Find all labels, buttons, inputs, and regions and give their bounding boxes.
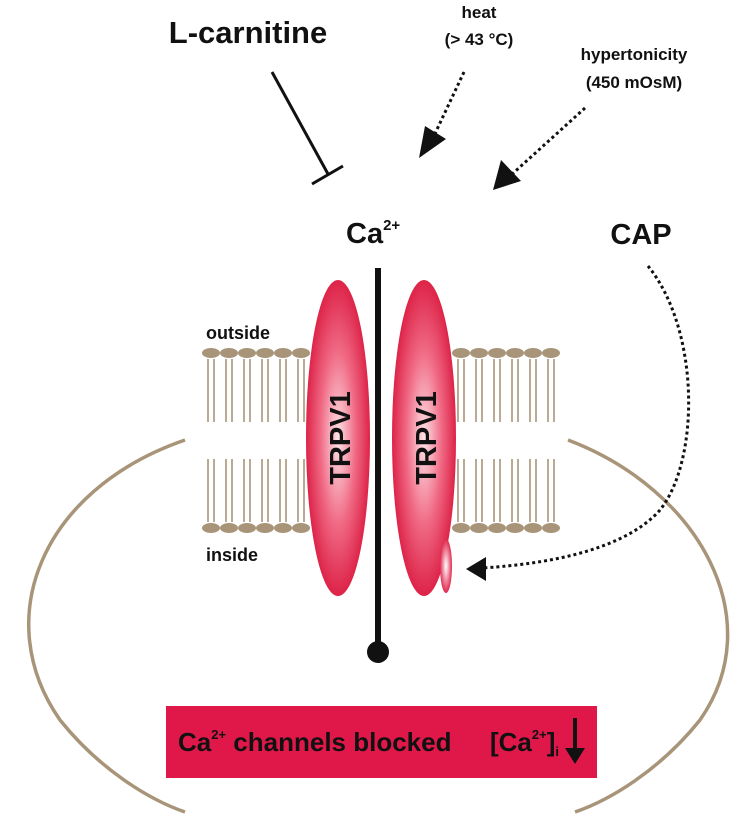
lipid-head	[292, 523, 310, 533]
cell-membrane-right-arc	[567, 438, 730, 814]
lipid-bilayer	[202, 348, 560, 533]
banner-concentration: [Ca2+]i	[490, 727, 559, 759]
lipid-head	[292, 348, 310, 358]
lipid-head	[452, 523, 470, 533]
lipid-head	[524, 348, 542, 358]
lipid-head	[202, 523, 220, 533]
l-carnitine-inhibition	[270, 71, 344, 186]
lipid-head	[238, 523, 256, 533]
lipid-head	[506, 523, 524, 533]
heat-arrow	[419, 71, 466, 158]
trpv1-channel-right: TRPV1	[392, 280, 456, 596]
calcium-base: Ca	[346, 218, 384, 250]
lipid-head	[238, 348, 256, 358]
hypertonicity-arrow	[493, 106, 587, 190]
pore-end-knob	[367, 641, 389, 663]
inside-label: inside	[206, 545, 258, 565]
cap-label: CAP	[610, 219, 671, 251]
banner-conc-close: ]	[547, 727, 556, 757]
lipid-head	[274, 348, 292, 358]
heat-label-line2: (> 43 °C)	[445, 30, 514, 49]
banner-text: channels blocked	[226, 727, 451, 757]
cap-binding-site	[440, 539, 452, 593]
banner-conc-charge: 2+	[532, 727, 547, 742]
l-carnitine-label: L-carnitine	[169, 15, 327, 50]
calcium-charge: 2+	[383, 217, 400, 234]
cap-arrow	[466, 265, 691, 581]
lipid-head	[542, 523, 560, 533]
heat-label-line1: heat	[462, 3, 497, 22]
lipid-head	[202, 348, 220, 358]
lipid-head	[488, 348, 506, 358]
lipid-head	[524, 523, 542, 533]
trpv1-left-label: TRPV1	[325, 391, 357, 484]
banner-conc-sub: i	[555, 744, 559, 759]
hypertonicity-label-line1: hypertonicity	[581, 45, 688, 64]
lipid-head	[470, 348, 488, 358]
lipid-head	[506, 348, 524, 358]
lipid-head	[256, 348, 274, 358]
trpv1-right-label: TRPV1	[411, 391, 443, 484]
lipid-head	[452, 348, 470, 358]
lipid-head	[470, 523, 488, 533]
banner-conc-open: [Ca	[490, 727, 532, 757]
lipid-head	[220, 523, 238, 533]
lipid-head	[274, 523, 292, 533]
outside-label: outside	[206, 323, 270, 343]
decrease-arrow-icon	[565, 718, 585, 764]
banner-ca: Ca	[178, 727, 212, 757]
banner-message: Ca2+ channels blocked	[178, 727, 451, 757]
hypertonicity-label-line2: (450 mOsM)	[586, 73, 682, 92]
banner-ca-charge: 2+	[211, 727, 226, 742]
lipid-head	[220, 348, 238, 358]
calcium-ion-label: Ca2+	[346, 217, 400, 250]
lipid-head	[488, 523, 506, 533]
lipid-head	[256, 523, 274, 533]
lipid-head	[542, 348, 560, 358]
cell-membrane-left-arc	[27, 438, 186, 814]
blocked-banner: Ca2+ channels blocked [Ca2+]i	[166, 706, 597, 778]
trpv1-channel-left: TRPV1	[306, 280, 370, 596]
